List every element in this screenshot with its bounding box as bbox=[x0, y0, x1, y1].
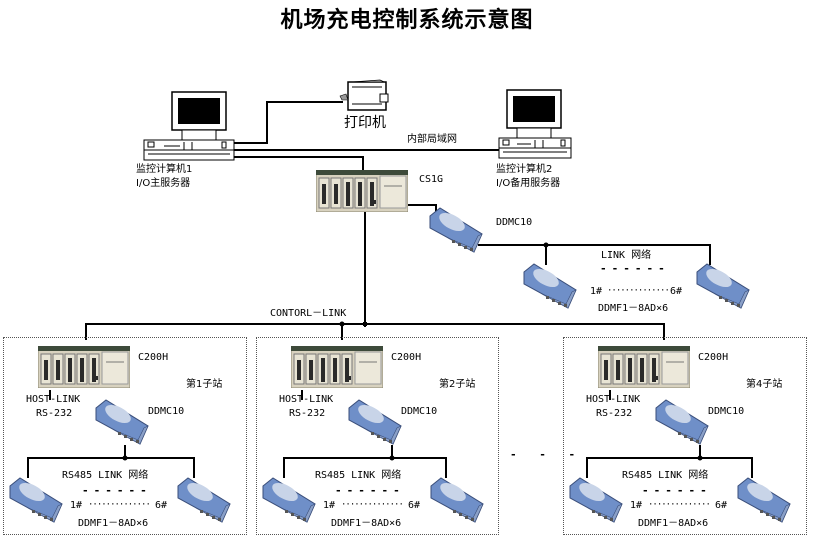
wire-printer bbox=[233, 101, 343, 144]
master-link-modules-label: DDMF1－8AD×6 bbox=[598, 303, 669, 314]
station-1-modules-label: DDMF1－8AD×6 bbox=[78, 518, 149, 529]
station-1-network-label: RS485 LINK 网络 bbox=[62, 470, 149, 481]
computer-1-name: 监控计算机1 bbox=[136, 164, 193, 175]
master-link-module-1[interactable] bbox=[520, 262, 580, 310]
station-1 bbox=[3, 337, 247, 535]
station-2-range-dots: ·············· bbox=[341, 500, 404, 510]
master-link-module-6[interactable] bbox=[693, 262, 753, 310]
computer-2[interactable] bbox=[497, 88, 592, 160]
station-4-modules-label: DDMF1－8AD×6 bbox=[638, 518, 709, 529]
station-4-plc[interactable] bbox=[597, 345, 691, 389]
printer-icon bbox=[339, 79, 389, 111]
station-1-module-6[interactable] bbox=[174, 476, 234, 528]
computer-2-label: 监控计算机2 I/O备用服务器 bbox=[496, 163, 560, 191]
master-link-label: LINK 网络 bbox=[601, 250, 652, 261]
station-4-name: 第4子站 bbox=[746, 379, 783, 390]
computer-2-name: 监控计算机2 bbox=[496, 164, 553, 175]
station-1-module-1[interactable] bbox=[6, 476, 66, 528]
station-2-host-link-label: HOST-LINK bbox=[279, 394, 334, 405]
computer-1[interactable] bbox=[140, 90, 235, 162]
plc-icon bbox=[37, 345, 131, 389]
master-plc-label: CS1G bbox=[419, 174, 444, 185]
computer-1-role: I/O主服务器 bbox=[136, 178, 191, 189]
master-plc[interactable] bbox=[315, 169, 409, 213]
io-module-icon bbox=[655, 399, 709, 445]
computer-1-label: 监控计算机1 I/O主服务器 bbox=[136, 163, 192, 191]
io-module-icon bbox=[523, 263, 577, 309]
io-module-icon bbox=[9, 477, 63, 523]
lan-label: 内部局域网 bbox=[407, 134, 457, 145]
io-module-icon bbox=[95, 399, 149, 445]
diagram-title: 机场充电控制系统示意图 bbox=[280, 7, 534, 33]
station-4-module-6[interactable] bbox=[734, 476, 794, 528]
station-1-range-start: 1# bbox=[70, 500, 83, 511]
station-4-range-dots: ·············· bbox=[648, 500, 711, 510]
station-4-range-start: 1# bbox=[630, 500, 643, 511]
wire-master-link bbox=[478, 244, 711, 265]
io-module-icon bbox=[569, 477, 623, 523]
io-module-icon bbox=[348, 399, 402, 445]
master-link-dashes: ------ bbox=[600, 262, 670, 275]
station-1-range-dots: ·············· bbox=[88, 500, 151, 510]
station-4-plc-label: C200H bbox=[698, 352, 729, 363]
station-1-host-link-label: HOST-LINK bbox=[26, 394, 81, 405]
computer-icon bbox=[143, 91, 235, 161]
control-link-label: CONTORL－LINK bbox=[270, 308, 347, 319]
station-2-serial-label: RS-232 bbox=[289, 408, 326, 419]
station-2-network-dashes: ------ bbox=[335, 484, 405, 497]
station-2-ddmc-label: DDMC10 bbox=[401, 406, 438, 417]
station-4-ddmc-label: DDMC10 bbox=[708, 406, 745, 417]
station-4 bbox=[563, 337, 807, 535]
station-2-ddmc-module[interactable] bbox=[345, 398, 405, 450]
station-4-ddmc-module[interactable] bbox=[652, 398, 712, 450]
plc-icon bbox=[597, 345, 691, 389]
plc-icon bbox=[315, 169, 409, 213]
station-2-network-label: RS485 LINK 网络 bbox=[315, 470, 402, 481]
station-4-network-dashes: ------ bbox=[642, 484, 712, 497]
stations-ellipsis: - - - bbox=[510, 448, 584, 461]
station-2-name: 第2子站 bbox=[439, 379, 476, 390]
printer[interactable] bbox=[338, 76, 398, 112]
station-2-module-6[interactable] bbox=[427, 476, 487, 528]
station-1-ddmc-label: DDMC10 bbox=[148, 406, 185, 417]
io-module-icon bbox=[696, 263, 750, 309]
station-1-network-dashes: ------ bbox=[82, 484, 152, 497]
station-4-network-label: RS485 LINK 网络 bbox=[622, 470, 709, 481]
station-2-plc-label: C200H bbox=[391, 352, 422, 363]
station-1-plc[interactable] bbox=[37, 345, 131, 389]
station-1-range-end: 6# bbox=[155, 500, 168, 511]
io-module-icon bbox=[262, 477, 316, 523]
station-2-range-start: 1# bbox=[323, 500, 336, 511]
io-module-icon bbox=[430, 477, 484, 523]
plc-icon bbox=[290, 345, 384, 389]
computer-icon bbox=[498, 89, 572, 159]
station-2 bbox=[256, 337, 499, 535]
master-ddmc-label: DDMC10 bbox=[496, 217, 533, 228]
station-2-range-end: 6# bbox=[408, 500, 421, 511]
master-link-range-dots: ·············· bbox=[607, 286, 670, 296]
io-module-icon bbox=[429, 207, 483, 253]
station-1-serial-label: RS-232 bbox=[36, 408, 73, 419]
io-module-icon bbox=[177, 477, 231, 523]
wire-control-link bbox=[85, 323, 665, 340]
master-link-range-end: 6# bbox=[670, 286, 683, 297]
master-link-range-start: 1# bbox=[590, 286, 603, 297]
station-2-plc[interactable] bbox=[290, 345, 384, 389]
station-1-ddmc-module[interactable] bbox=[92, 398, 152, 450]
io-module-icon bbox=[737, 477, 791, 523]
printer-label: 打印机 bbox=[344, 115, 386, 131]
station-4-range-end: 6# bbox=[715, 500, 728, 511]
station-4-host-link-label: HOST-LINK bbox=[586, 394, 641, 405]
station-4-serial-label: RS-232 bbox=[596, 408, 633, 419]
computer-2-role: I/O备用服务器 bbox=[496, 178, 561, 189]
station-1-plc-label: C200H bbox=[138, 352, 169, 363]
station-2-modules-label: DDMF1－8AD×6 bbox=[331, 518, 402, 529]
master-ddmc-module[interactable] bbox=[428, 206, 484, 254]
station-1-name: 第1子站 bbox=[186, 379, 223, 390]
station-4-module-1[interactable] bbox=[566, 476, 626, 528]
station-2-module-1[interactable] bbox=[259, 476, 319, 528]
wire-cs1g bbox=[233, 156, 364, 172]
